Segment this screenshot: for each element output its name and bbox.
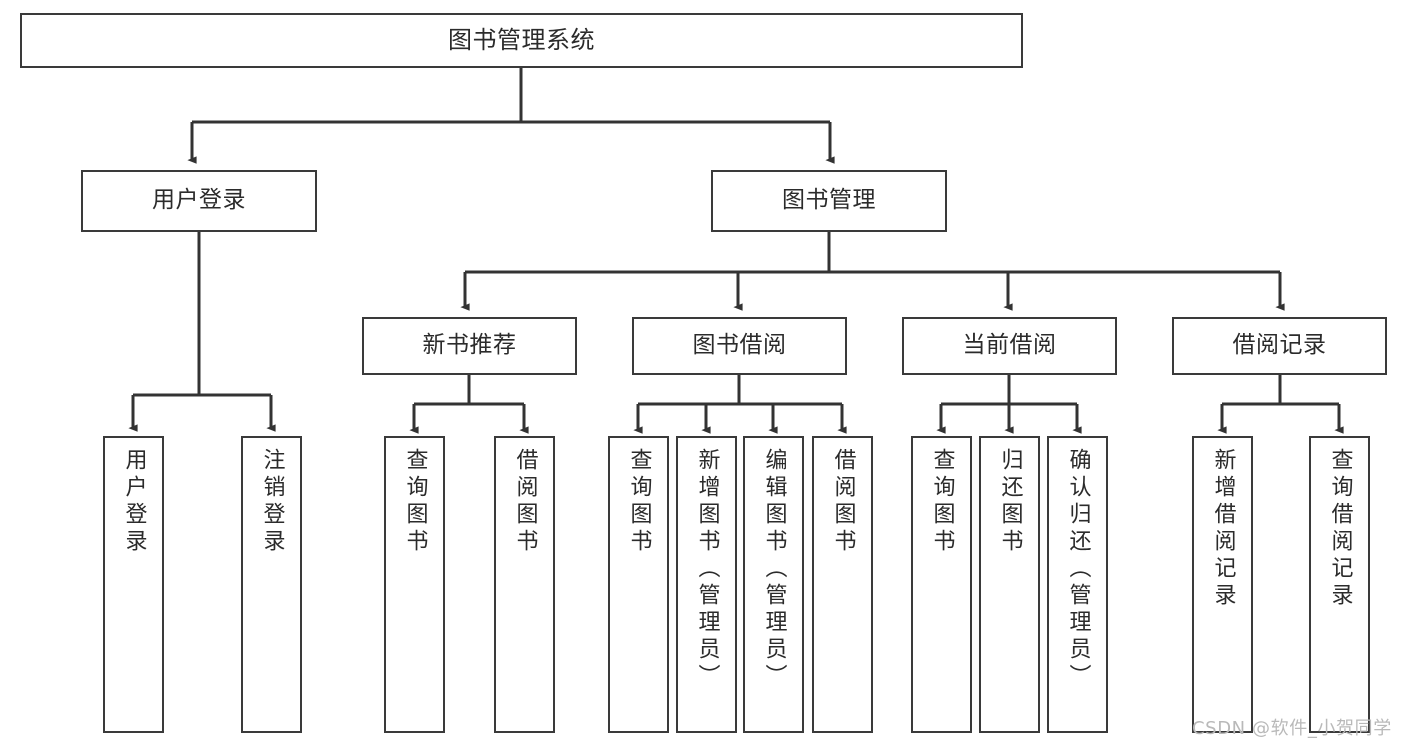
node-current-borrow-label: 当前借阅	[962, 332, 1057, 359]
node-leaf-borrow-book-1-label: 借阅图书	[512, 448, 538, 556]
node-leaf-borrow-book-2-label: 借阅图书	[830, 448, 856, 556]
node-leaf-return-book-label: 归还图书	[997, 448, 1023, 556]
node-user-login[interactable]: 用户登录	[81, 170, 317, 232]
node-root-label: 图书管理系统	[448, 26, 595, 55]
node-leaf-query-record[interactable]: 查询借阅记录	[1309, 436, 1370, 733]
node-borrow-record-label: 借阅记录	[1232, 332, 1327, 359]
node-leaf-query-book-3-label: 查询图书	[929, 448, 955, 556]
node-leaf-return-book[interactable]: 归还图书	[979, 436, 1040, 733]
node-leaf-query-book-1-label: 查询图书	[402, 448, 428, 556]
node-leaf-confirm-return-label: 确认归还（管理员）	[1065, 448, 1091, 691]
node-new-book-recommend-label: 新书推荐	[422, 332, 517, 359]
node-book-management[interactable]: 图书管理	[711, 170, 947, 232]
node-leaf-edit-book-label: 编辑图书（管理员）	[761, 448, 787, 691]
node-leaf-borrow-book-1[interactable]: 借阅图书	[494, 436, 555, 733]
node-leaf-user-login[interactable]: 用户登录	[103, 436, 164, 733]
node-leaf-add-record[interactable]: 新增借阅记录	[1192, 436, 1253, 733]
node-leaf-user-login-label: 用户登录	[121, 448, 147, 556]
node-book-management-label: 图书管理	[782, 187, 876, 214]
node-leaf-query-book-1[interactable]: 查询图书	[384, 436, 445, 733]
node-leaf-query-book-3[interactable]: 查询图书	[911, 436, 972, 733]
node-leaf-edit-book[interactable]: 编辑图书（管理员）	[743, 436, 804, 733]
node-leaf-add-record-label: 新增借阅记录	[1210, 448, 1236, 610]
node-new-book-recommend[interactable]: 新书推荐	[362, 317, 577, 375]
node-leaf-add-book-label: 新增图书（管理员）	[694, 448, 720, 691]
node-book-borrow-label: 图书借阅	[692, 332, 787, 359]
node-leaf-query-record-label: 查询借阅记录	[1327, 448, 1353, 610]
node-leaf-borrow-book-2[interactable]: 借阅图书	[812, 436, 873, 733]
node-borrow-record[interactable]: 借阅记录	[1172, 317, 1387, 375]
node-leaf-add-book[interactable]: 新增图书（管理员）	[676, 436, 737, 733]
node-user-login-label: 用户登录	[152, 187, 246, 214]
node-leaf-user-logout[interactable]: 注销登录	[241, 436, 302, 733]
node-leaf-query-book-2[interactable]: 查询图书	[608, 436, 669, 733]
node-root[interactable]: 图书管理系统	[20, 13, 1023, 68]
node-current-borrow[interactable]: 当前借阅	[902, 317, 1117, 375]
node-leaf-query-book-2-label: 查询图书	[626, 448, 652, 556]
node-leaf-confirm-return[interactable]: 确认归还（管理员）	[1047, 436, 1108, 733]
csdn-watermark: CSDN @软件_小贺同学	[1192, 718, 1392, 739]
node-leaf-user-logout-label: 注销登录	[259, 448, 285, 556]
node-book-borrow[interactable]: 图书借阅	[632, 317, 847, 375]
